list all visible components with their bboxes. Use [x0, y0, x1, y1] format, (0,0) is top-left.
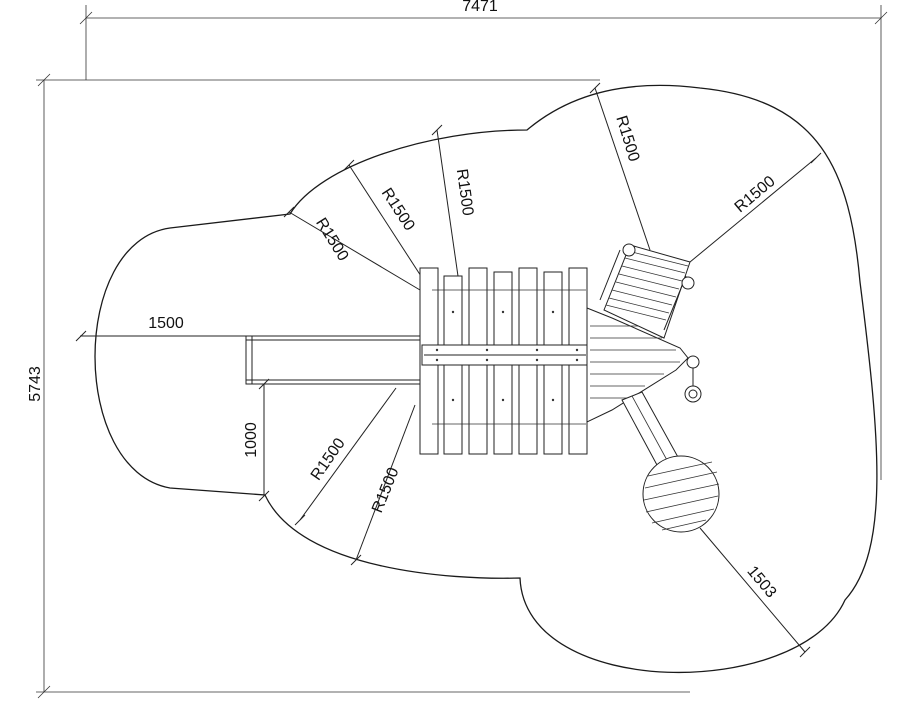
slide-width-label: 1000: [243, 422, 260, 458]
ship-bow: [586, 307, 689, 423]
safety-zone-outline: [94, 84, 878, 674]
overall-height-label: 5743: [27, 366, 44, 402]
overall-height-dimension: 5743: [27, 73, 690, 699]
radius-label-4: R1500: [612, 114, 642, 164]
overall-width-dimension: 7471: [79, 0, 888, 480]
climbing-ladder: [599, 243, 695, 339]
left-extent-label: 1500: [148, 315, 184, 332]
radius-label-3: R1500: [453, 168, 476, 217]
steering-wheel: [684, 355, 702, 403]
radius-label-7: R1500: [369, 465, 402, 515]
radius-label-6: R1500: [308, 435, 349, 483]
radius-leaders: [283, 82, 822, 658]
slide: [245, 335, 421, 385]
platform-deck: [419, 267, 589, 455]
overall-width-label: 7471: [462, 0, 498, 15]
radius-label-2: R1500: [378, 185, 418, 234]
bottom-right-extent-label: 1503: [743, 563, 779, 601]
round-platform: [642, 455, 720, 533]
radius-label-1: R1500: [312, 215, 351, 264]
slide-width-dimension: 1000: [243, 378, 270, 502]
